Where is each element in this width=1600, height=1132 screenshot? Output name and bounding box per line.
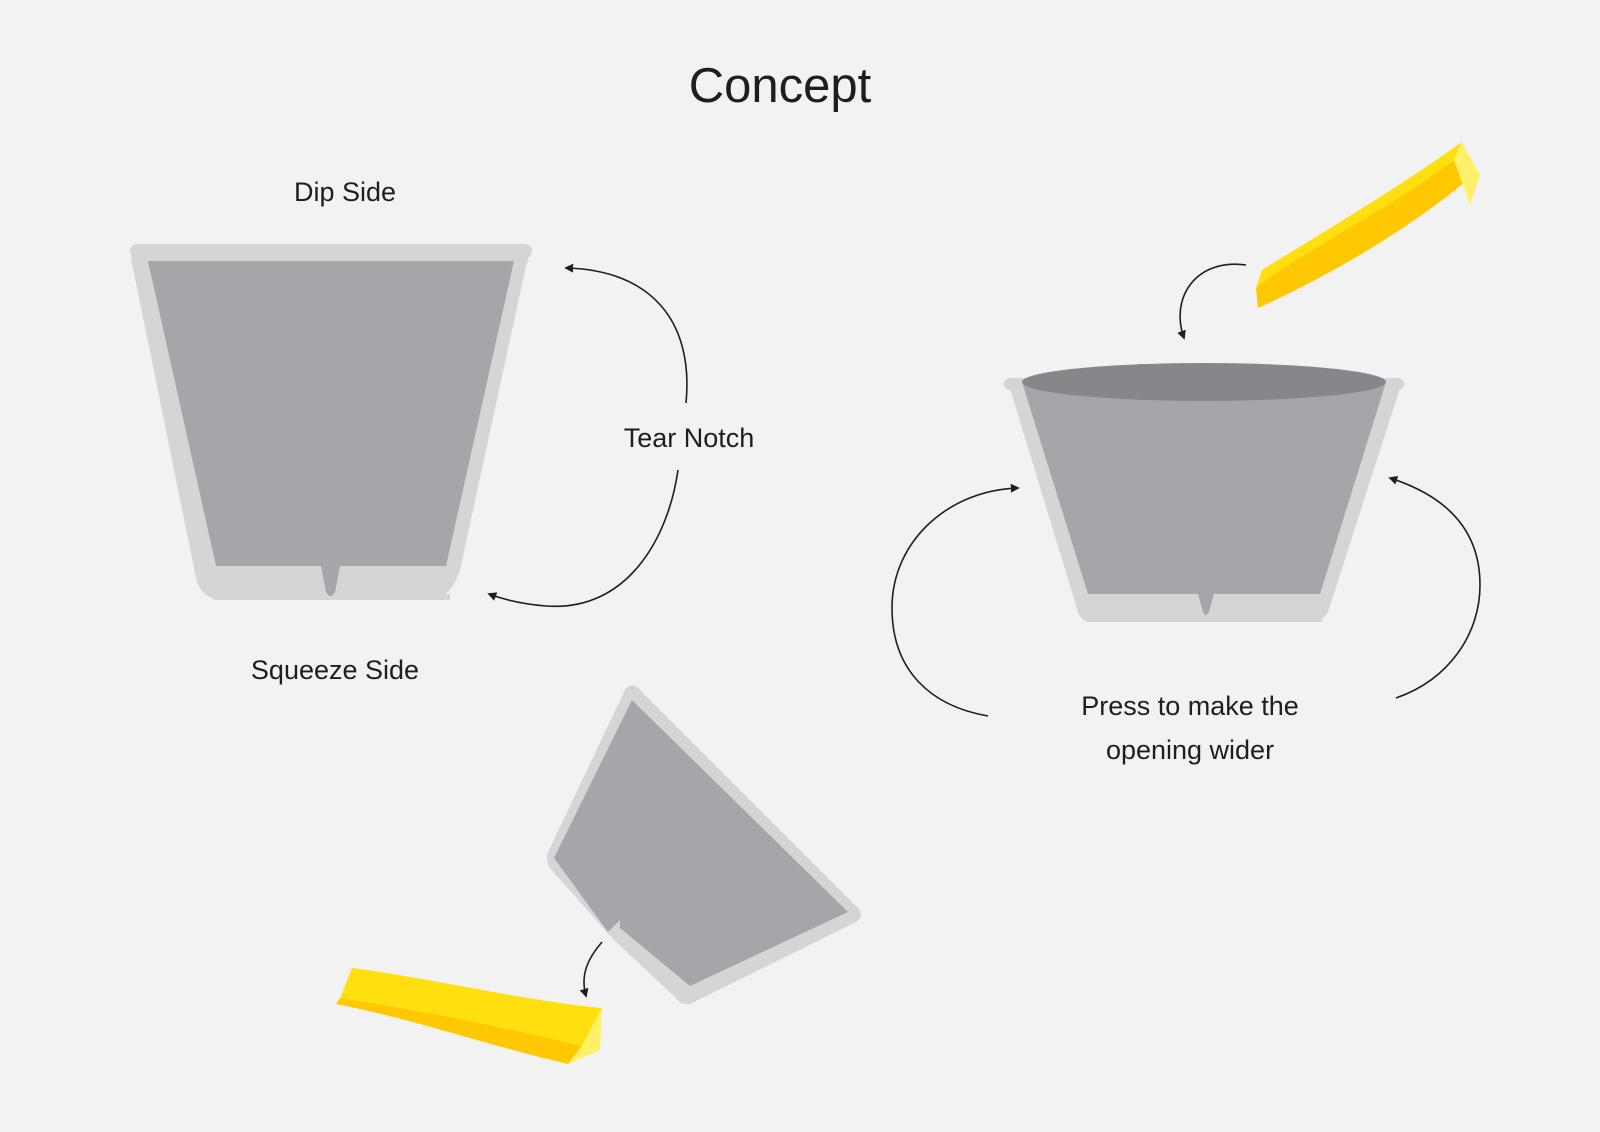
container-tilted-body [554, 700, 848, 986]
press-instruction-line1: Press to make the [1081, 691, 1299, 721]
tear-notch-label: Tear Notch [623, 423, 755, 453]
curved-arrow-icon [1177, 263, 1247, 340]
french-fry-icon [336, 968, 602, 1064]
curved-arrow-icon [487, 469, 679, 608]
french-fry-icon [1256, 142, 1480, 308]
curved-arrow-icon [579, 941, 603, 998]
diagram-title: Concept [688, 59, 872, 113]
container-tilted-icon [547, 685, 861, 1005]
curved-arrow-icon [891, 483, 1020, 717]
container-front-icon [130, 244, 532, 600]
squeeze-side-label: Squeeze Side [250, 655, 420, 685]
container-open-body [1022, 382, 1386, 615]
container-open-icon [1004, 363, 1404, 622]
dip-side-label: Dip Side [293, 177, 397, 207]
press-instruction-label: Press to make the opening wider [1040, 684, 1340, 772]
container-opening [1022, 363, 1386, 401]
curved-arrow-icon [564, 263, 688, 404]
press-instruction-line2: opening wider [1105, 735, 1275, 765]
curved-arrow-icon [1388, 475, 1481, 699]
container-front-body [148, 261, 514, 596]
